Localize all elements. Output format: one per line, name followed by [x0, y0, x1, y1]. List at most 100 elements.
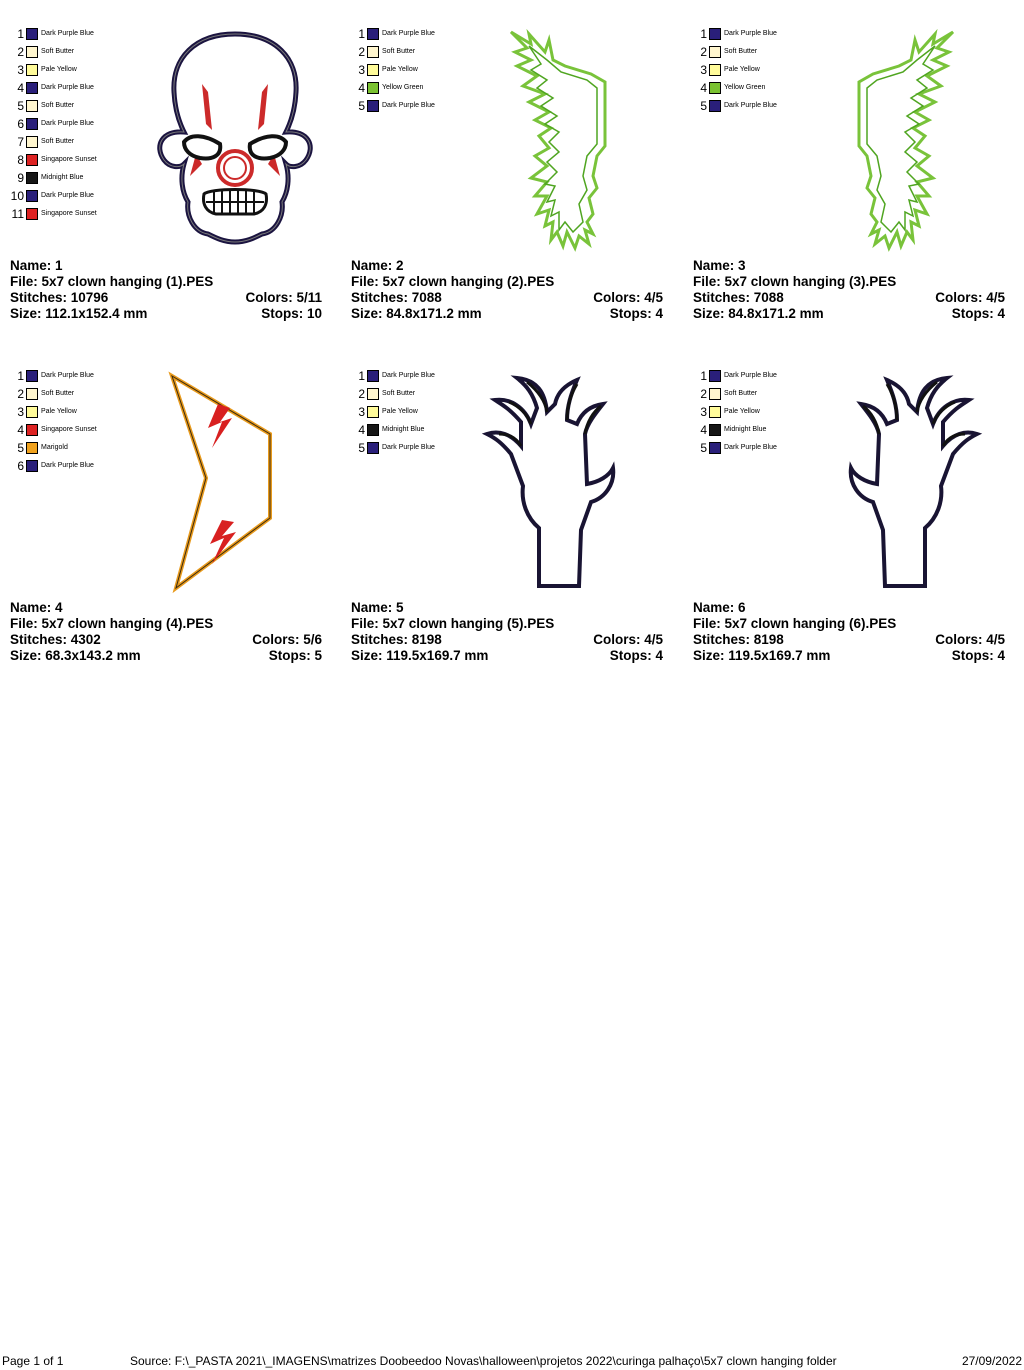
color-swatch	[709, 28, 721, 40]
thread-name: Dark Purple Blue	[724, 372, 777, 379]
legend-row: 3 Pale Yellow	[10, 404, 120, 422]
zombie-hand-left-icon	[481, 375, 616, 588]
legend-number: 2	[700, 387, 707, 401]
color-swatch	[26, 136, 38, 148]
color-swatch	[709, 82, 721, 94]
clown-skull-icon	[157, 31, 313, 245]
thread-name: Soft Butter	[724, 390, 758, 397]
color-swatch	[26, 190, 38, 202]
color-swatch	[709, 406, 721, 418]
color-swatch	[709, 100, 721, 112]
design-colors: Colors: 4/5	[935, 632, 1005, 647]
thread-name: Singapore Sunset	[41, 426, 97, 433]
thread-name: Dark Purple Blue	[724, 30, 777, 37]
thread-name: Pale Yellow	[724, 66, 760, 73]
thread-name: Dark Purple Blue	[724, 444, 777, 451]
design-size: Size: 119.5x169.7 mm	[351, 648, 489, 663]
thread-name: Yellow Green	[724, 84, 766, 91]
color-swatch	[26, 370, 38, 382]
thread-name: Soft Butter	[382, 48, 416, 55]
thread-name: Pale Yellow	[41, 408, 77, 415]
design-colors: Colors: 4/5	[593, 632, 663, 647]
color-swatch	[26, 46, 38, 58]
color-swatch	[367, 64, 379, 76]
design-info: Name: 6 File: 5x7 clown hanging (6).PES …	[693, 600, 1009, 664]
color-swatch	[26, 388, 38, 400]
design-info: Name: 2 File: 5x7 clown hanging (2).PES …	[351, 258, 667, 322]
color-swatch	[367, 46, 379, 58]
color-swatch	[26, 154, 38, 166]
design-size: Size: 68.3x143.2 mm	[10, 648, 141, 663]
color-swatch	[26, 118, 38, 130]
thread-name: Yellow Green	[382, 84, 424, 91]
design-stitches: Stitches: 4302	[10, 632, 101, 647]
design-file: File: 5x7 clown hanging (1).PES	[10, 274, 214, 289]
color-swatch	[26, 208, 38, 220]
design-stops: Stops: 5	[268, 648, 322, 663]
color-swatch	[26, 460, 38, 472]
legend-number: 8	[17, 153, 24, 167]
legend-number: 3	[17, 405, 24, 419]
color-swatch	[709, 442, 721, 454]
legend-number: 5	[358, 99, 365, 113]
legend-number: 2	[358, 45, 365, 59]
thread-name: Dark Purple Blue	[382, 30, 435, 37]
legend-number: 7	[17, 135, 24, 149]
color-swatch	[26, 442, 38, 454]
color-swatch	[367, 442, 379, 454]
legend-number: 5	[17, 99, 24, 113]
thread-name: Dark Purple Blue	[41, 462, 94, 469]
design-stops: Stops: 10	[261, 306, 322, 321]
design-stops: Stops: 4	[609, 306, 663, 321]
color-swatch	[26, 424, 38, 436]
color-swatch	[26, 28, 38, 40]
thread-name: Dark Purple Blue	[382, 372, 435, 379]
legend-number: 4	[17, 81, 24, 95]
thread-name: Marigold	[41, 444, 68, 451]
legend-number: 4	[358, 423, 365, 437]
zombie-hand-right-icon	[848, 375, 983, 588]
color-swatch	[367, 388, 379, 400]
legend-number: 3	[358, 405, 365, 419]
design-name: Name: 2	[351, 258, 404, 273]
legend-number: 2	[17, 45, 24, 59]
thread-name: Soft Butter	[41, 48, 75, 55]
thread-name: Soft Butter	[382, 390, 416, 397]
legend-row: 2 Soft Butter	[351, 44, 461, 62]
legend-number: 1	[17, 27, 24, 41]
print-date: 27/09/2022	[961, 1354, 1022, 1368]
legend-number: 10	[10, 189, 24, 203]
legend-number: 2	[358, 387, 365, 401]
design-name: Name: 3	[693, 258, 746, 273]
green-hair-right-icon	[857, 28, 955, 252]
source-path: Source: F:\_PASTA 2021\_IMAGENS\matrizes…	[130, 1354, 837, 1368]
legend-number: 9	[17, 171, 24, 185]
page-number: Page 1 of 1	[2, 1354, 64, 1368]
legend-number: 1	[358, 27, 365, 41]
thread-name: Pale Yellow	[382, 66, 418, 73]
thread-name: Pale Yellow	[41, 66, 77, 73]
green-hair-left-icon	[509, 28, 607, 252]
